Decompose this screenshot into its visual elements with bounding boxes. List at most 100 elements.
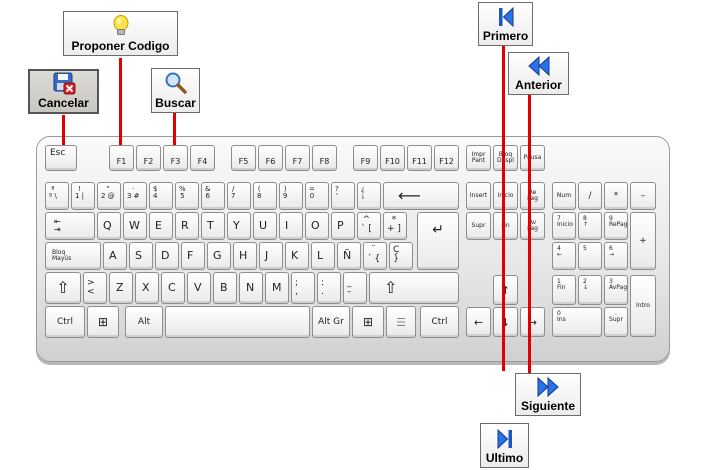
- key-s[interactable]: S: [129, 242, 153, 270]
- key-period[interactable]: : .: [317, 272, 341, 304]
- first-button[interactable]: Primero: [478, 2, 533, 46]
- key-plus[interactable]: * + ]: [383, 212, 407, 240]
- key-numpad-intro[interactable]: Intro: [630, 275, 656, 337]
- key-5[interactable]: % 5: [175, 182, 199, 210]
- key-esc[interactable]: Esc: [45, 145, 77, 171]
- key-k[interactable]: K: [285, 242, 309, 270]
- key-i[interactable]: I: [279, 212, 303, 240]
- cancel-button[interactable]: Cancelar: [28, 69, 99, 114]
- key-c-cedilla[interactable]: Ç }: [389, 242, 413, 270]
- key-d[interactable]: D: [155, 242, 179, 270]
- key-num-lock[interactable]: Num: [552, 182, 576, 210]
- key-numpad-0[interactable]: 0 Ins: [552, 307, 602, 337]
- key-arrow-left[interactable]: ←: [466, 307, 491, 337]
- key-t[interactable]: T: [201, 212, 225, 240]
- key-alt[interactable]: Alt: [125, 306, 163, 338]
- key-u[interactable]: U: [253, 212, 277, 240]
- key-o[interactable]: O: [305, 212, 329, 240]
- key-a[interactable]: A: [103, 242, 127, 270]
- key-numpad-5[interactable]: 5: [578, 242, 602, 270]
- key-7[interactable]: / 7: [227, 182, 251, 210]
- key-8[interactable]: ( 8: [253, 182, 277, 210]
- key-comma[interactable]: ; ,: [291, 272, 315, 304]
- key-windows-left[interactable]: ⊞: [87, 306, 119, 338]
- key-numpad-3[interactable]: 3 AvPag: [604, 275, 628, 305]
- key-f1[interactable]: F1: [109, 145, 134, 171]
- key-minus[interactable]: _ –: [343, 272, 367, 304]
- key-numpad-1[interactable]: 1 Fin: [552, 275, 576, 305]
- key-3[interactable]: · 3 #: [123, 182, 147, 210]
- key-arrow-right[interactable]: →: [520, 307, 545, 337]
- key-p[interactable]: P: [331, 212, 355, 240]
- search-button[interactable]: Buscar: [151, 68, 200, 113]
- key-tab[interactable]: ⇤ ⇥: [45, 212, 95, 240]
- key-m[interactable]: M: [265, 272, 289, 304]
- key-q[interactable]: Q: [97, 212, 121, 240]
- key-ordinal[interactable]: ª º \: [45, 182, 69, 210]
- key-windows-right[interactable]: ⊞: [352, 306, 384, 338]
- key-z[interactable]: Z: [109, 272, 133, 304]
- key-n-tilde[interactable]: Ñ: [337, 242, 361, 270]
- key-apostrophe[interactable]: ? ': [331, 182, 355, 210]
- key-numpad-decimal[interactable]: . Supr: [604, 307, 628, 337]
- key-numpad-6[interactable]: 6 →: [604, 242, 628, 270]
- key-h[interactable]: H: [233, 242, 257, 270]
- key-2[interactable]: " 2 @: [97, 182, 121, 210]
- key-bloq-mayus[interactable]: Bloq Mayús: [45, 242, 101, 270]
- key-acute[interactable]: ¨ ´ {: [363, 242, 387, 270]
- key-bloq-despl[interactable]: Bloq Despl: [493, 145, 518, 171]
- key-0[interactable]: = 0: [305, 182, 329, 210]
- key-f6[interactable]: F6: [258, 145, 283, 171]
- key-fin[interactable]: Fin: [493, 212, 518, 240]
- key-f4[interactable]: F4: [190, 145, 215, 171]
- key-f10[interactable]: F10: [380, 145, 405, 171]
- key-c[interactable]: C: [161, 272, 185, 304]
- key-w[interactable]: W: [123, 212, 147, 240]
- key-9[interactable]: ) 9: [279, 182, 303, 210]
- key-e[interactable]: E: [149, 212, 173, 240]
- key-1[interactable]: ! 1 |: [71, 182, 95, 210]
- key-n[interactable]: N: [239, 272, 263, 304]
- key-6[interactable]: & 6: [201, 182, 225, 210]
- key-b[interactable]: B: [213, 272, 237, 304]
- key-f5[interactable]: F5: [231, 145, 256, 171]
- key-impr-pant[interactable]: Impr Pant: [466, 145, 491, 171]
- key-numpad-4[interactable]: 4 ←: [552, 242, 576, 270]
- key-f[interactable]: F: [181, 242, 205, 270]
- key-ctrl-left[interactable]: Ctrl: [45, 306, 85, 338]
- key-l[interactable]: L: [311, 242, 335, 270]
- key-j[interactable]: J: [259, 242, 283, 270]
- key-enter[interactable]: ↵: [417, 212, 459, 270]
- key-numpad-7[interactable]: 7 Inicio: [552, 212, 576, 240]
- key-numpad-8[interactable]: 8 ↑: [578, 212, 602, 240]
- last-button[interactable]: Ultimo: [480, 423, 529, 468]
- key-menu[interactable]: ☰: [386, 306, 416, 338]
- key-v[interactable]: V: [187, 272, 211, 304]
- key-numpad-minus[interactable]: –: [630, 182, 656, 210]
- key-numpad-2[interactable]: 2 ↓: [578, 275, 602, 305]
- key-arrow-down[interactable]: ↓: [493, 307, 518, 337]
- key-space[interactable]: [165, 306, 310, 338]
- key-f11[interactable]: F11: [407, 145, 432, 171]
- key-inicio[interactable]: Inicio: [493, 182, 518, 210]
- key-numpad-divide[interactable]: /: [578, 182, 602, 210]
- key-f7[interactable]: F7: [285, 145, 310, 171]
- key-f9[interactable]: F9: [353, 145, 378, 171]
- key-ctrl-right[interactable]: Ctrl: [420, 306, 459, 338]
- next-button[interactable]: Siguiente: [515, 373, 581, 416]
- key-av-pag[interactable]: Av Pag: [520, 212, 545, 240]
- key-backspace[interactable]: ⟵: [383, 182, 459, 210]
- key-pausa[interactable]: Pausa: [520, 145, 545, 171]
- key-numpad-multiply[interactable]: *: [604, 182, 628, 210]
- key-supr[interactable]: Supr: [466, 212, 491, 240]
- key-r[interactable]: R: [175, 212, 199, 240]
- key-f2[interactable]: F2: [136, 145, 161, 171]
- key-re-pag[interactable]: Re Pag: [520, 182, 545, 210]
- previous-button[interactable]: Anterior: [508, 52, 569, 95]
- key-f8[interactable]: F8: [312, 145, 337, 171]
- key-4[interactable]: $ 4: [149, 182, 173, 210]
- key-f3[interactable]: F3: [163, 145, 188, 171]
- key-grave[interactable]: ^ ` [: [357, 212, 381, 240]
- key-shift-left[interactable]: ⇧: [45, 272, 81, 304]
- key-numpad-plus[interactable]: +: [630, 212, 656, 270]
